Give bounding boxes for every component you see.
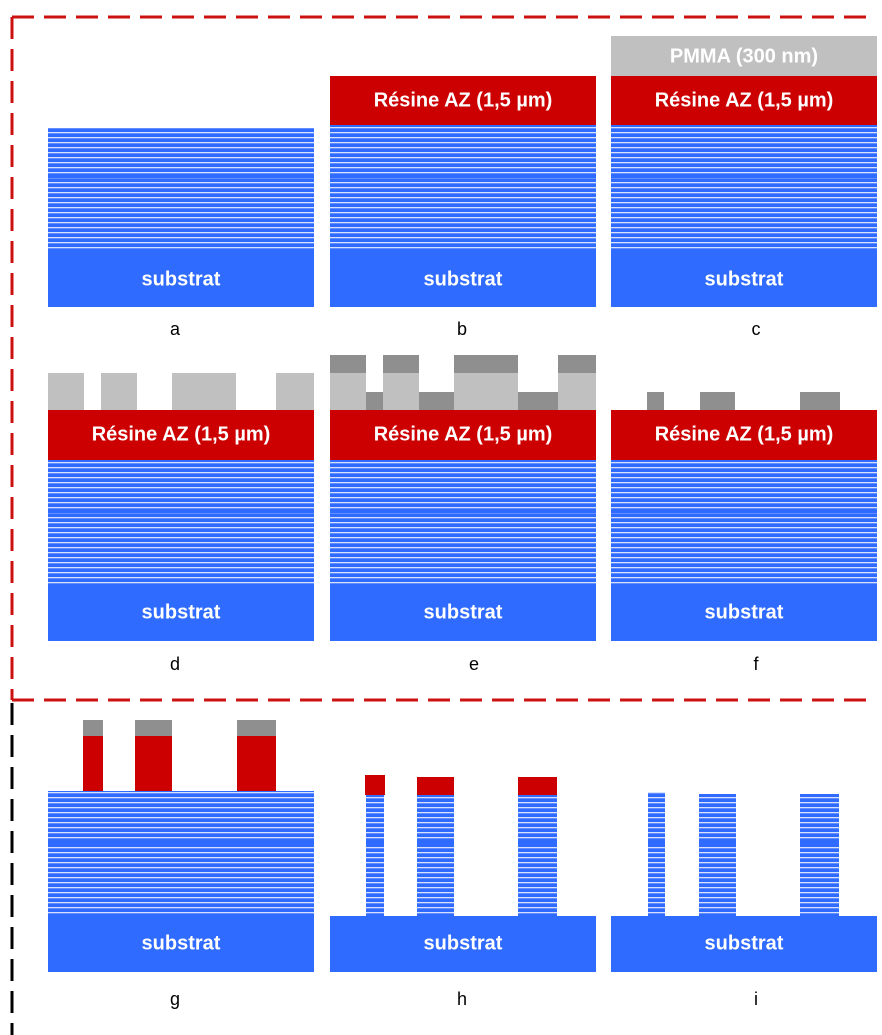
resist-pillar: [83, 736, 103, 791]
substrate-label: substrat: [705, 932, 784, 954]
resist-label: Résine AZ (1,5 µm): [92, 423, 271, 445]
substrate-layer: [611, 916, 877, 972]
panel-label: h: [457, 989, 467, 1009]
panel-e: Résine AZ (1,5 µm) substrat e: [330, 355, 596, 674]
resist-label: Résine AZ (1,5 µm): [374, 89, 553, 111]
panel-c: PMMA (300 nm) Résine AZ (1,5 µm) substra…: [611, 36, 877, 339]
resist-label: Résine AZ (1,5 µm): [655, 423, 834, 445]
panel-label: e: [469, 654, 479, 674]
resist-layer: [330, 76, 596, 125]
multilayer-stack: [330, 125, 596, 252]
metal-cap: [83, 720, 103, 736]
substrate-layer: [48, 916, 314, 972]
metal-top: [558, 355, 596, 373]
panel-g: substrat g: [48, 720, 314, 1009]
resist-layer: [611, 410, 877, 460]
metal-gap: [366, 392, 383, 410]
substrate-layer: [611, 585, 877, 641]
substrate-layer: [611, 251, 877, 307]
substrate-layer: [48, 251, 314, 307]
panel-d: Résine AZ (1,5 µm) substrat d: [48, 373, 314, 674]
multilayer-stack: [48, 791, 314, 918]
panel-label: c: [752, 319, 761, 339]
multilayer-pillar: [699, 794, 736, 917]
multilayer-pillar: [518, 795, 557, 917]
substrate-label: substrat: [142, 268, 221, 290]
multilayer-stack: [48, 460, 314, 586]
multilayer-stack: [48, 128, 314, 252]
substrate-label: substrat: [424, 932, 503, 954]
substrate-label: substrat: [705, 268, 784, 290]
pmma-block: [454, 373, 518, 410]
pmma-block: [48, 373, 84, 410]
metal-mask: [700, 392, 735, 410]
panel-label: g: [170, 989, 180, 1009]
substrate-layer: [330, 251, 596, 307]
pmma-block: [101, 373, 137, 410]
metal-cap: [135, 720, 172, 736]
substrate-label: substrat: [705, 601, 784, 623]
multilayer-pillar: [417, 795, 454, 917]
resist-cap: [417, 777, 454, 795]
pmma-block: [276, 373, 314, 410]
panel-label: a: [170, 319, 181, 339]
resist-layer: [330, 410, 596, 460]
metal-mask: [647, 392, 664, 410]
substrate-label: substrat: [142, 601, 221, 623]
substrate-layer: [330, 585, 596, 641]
multilayer-stack: [611, 460, 877, 586]
resist-label: Résine AZ (1,5 µm): [655, 89, 834, 111]
red-dashed-frame: [10, 15, 876, 702]
panel-a: substrat a: [48, 128, 314, 339]
panel-label: d: [170, 654, 180, 674]
metal-top: [330, 355, 366, 373]
multilayer-pillar: [366, 795, 384, 917]
pmma-label: PMMA (300 nm): [670, 45, 818, 67]
substrate-label: substrat: [142, 932, 221, 954]
multilayer-pillar: [800, 794, 839, 917]
resist-pillar: [237, 736, 276, 791]
resist-cap: [365, 775, 385, 795]
metal-cap: [237, 720, 276, 736]
resist-layer: [611, 76, 877, 125]
pmma-layer: [611, 36, 877, 76]
resist-label: Résine AZ (1,5 µm): [374, 423, 553, 445]
metal-top: [454, 355, 518, 373]
pmma-block: [330, 373, 366, 410]
resist-pillar: [135, 736, 172, 791]
pmma-block: [383, 373, 419, 410]
substrate-layer: [330, 916, 596, 972]
panel-f: Résine AZ (1,5 µm) substrat f: [611, 392, 877, 674]
panel-i: substrat i: [611, 792, 877, 1009]
substrate-label: substrat: [424, 601, 503, 623]
multilayer-pillar: [648, 792, 665, 917]
panel-label: f: [753, 654, 759, 674]
panel-h: substrat h: [330, 775, 596, 1009]
multilayer-stack: [330, 460, 596, 586]
resist-layer: [48, 410, 314, 460]
panel-label: i: [754, 989, 758, 1009]
substrate-layer: [48, 585, 314, 641]
metal-gap: [419, 392, 454, 410]
metal-top: [383, 355, 419, 373]
pmma-block: [558, 373, 596, 410]
metal-mask: [800, 392, 840, 410]
substrate-label: substrat: [424, 268, 503, 290]
panel-b: Résine AZ (1,5 µm) substrat b: [330, 76, 596, 339]
panel-label: b: [457, 319, 467, 339]
resist-cap: [518, 777, 557, 795]
pmma-block: [172, 373, 236, 410]
multilayer-stack: [611, 125, 877, 252]
metal-gap: [518, 392, 558, 410]
